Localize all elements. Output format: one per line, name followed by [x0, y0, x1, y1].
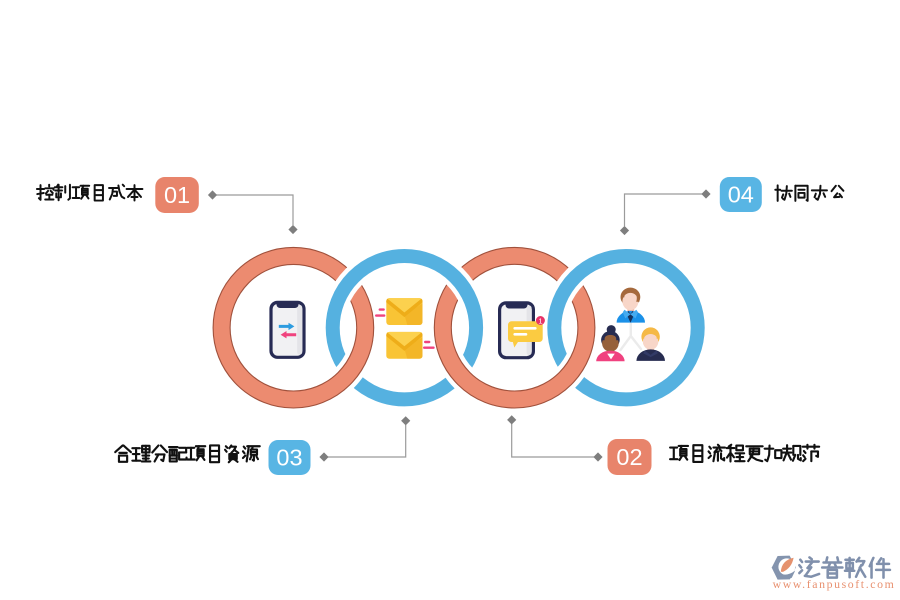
svg-text:03: 03: [276, 445, 302, 471]
svg-text:1: 1: [538, 316, 542, 325]
svg-text:02: 02: [616, 444, 642, 470]
svg-text:04: 04: [728, 182, 754, 208]
svg-text:www.fanpusoft.com: www.fanpusoft.com: [773, 577, 896, 591]
svg-text:01: 01: [164, 182, 190, 208]
